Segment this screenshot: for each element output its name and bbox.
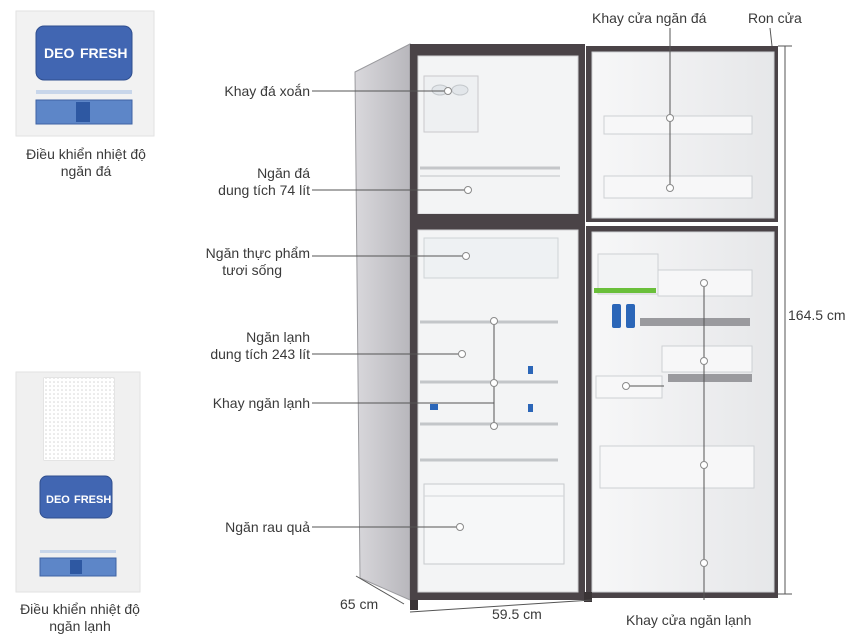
freezer-capacity-line1: Ngăn đá <box>257 165 310 181</box>
twist-ice-tray <box>423 75 479 133</box>
width-dimension-label: 59.5 cm <box>492 606 542 622</box>
dimension-lines <box>355 45 792 613</box>
fridge-control-caption: Điều khiển nhiệt độ ngăn lạnh <box>2 601 158 635</box>
fridge-tray-label: Khay ngăn lạnh <box>212 395 310 411</box>
freezer-control-caption-line1: Điều khiển nhiệt độ <box>26 146 146 162</box>
freezer-control-caption: Điều khiển nhiệt độ ngăn đá <box>8 146 164 180</box>
freezer-capacity-label: Ngăn đá dung tích 74 lít <box>160 165 310 199</box>
green-accent-strip <box>594 288 656 293</box>
freezer-control-caption-line2: ngăn đá <box>60 163 112 179</box>
deo-brand-left-1: DEO <box>44 45 74 61</box>
fridge-control-thumbnail: DEO FRESH <box>15 371 141 593</box>
fridge-capacity-label: Ngăn lạnh dung tích 243 lít <box>160 329 310 363</box>
depth-dimension-label: 65 cm <box>340 596 379 612</box>
freezer-door-tray-upper <box>603 115 753 135</box>
fridge-door-tray-label: Khay cửa ngăn lạnh <box>626 612 752 628</box>
fridge-capacity-line2: dung tích 243 lít <box>210 346 310 362</box>
freezer-control-thumbnail: DEO FRESH <box>15 10 155 137</box>
veg-drawer-label: Ngăn rau quả <box>225 519 310 535</box>
fresh-food-label: Ngăn thực phẩm tươi sống <box>160 245 310 279</box>
fresh-food-line1: Ngăn thực phẩm <box>205 245 310 261</box>
fridge-control-caption-line2: ngăn lạnh <box>49 618 111 634</box>
fresh-food-line2: tươi sống <box>222 262 282 278</box>
fridge-door-tray-4 <box>599 445 755 489</box>
height-dimension-label: 164.5 cm <box>788 307 846 323</box>
vegetable-drawer <box>423 483 565 565</box>
cabinet-side <box>354 43 411 601</box>
freezer-door-tray-label: Khay cửa ngăn đá <box>592 10 707 26</box>
deo-brand-left-2: DEO <box>46 494 70 506</box>
callout-leader-lines <box>312 27 773 600</box>
freezer-door-tray-lower <box>603 175 753 199</box>
deo-brand-right-1: FRESH <box>80 45 127 61</box>
deo-brand-right-2: FRESH <box>74 494 111 506</box>
fridge-capacity-line1: Ngăn lạnh <box>246 329 310 345</box>
ice-tray-label: Khay đá xoắn <box>224 83 310 99</box>
door-gasket-label: Ron cửa <box>748 10 802 26</box>
fresh-food-compartment <box>423 237 559 279</box>
fridge-control-caption-line1: Điều khiển nhiệt độ <box>20 601 140 617</box>
freezer-capacity-line2: dung tích 74 lít <box>218 182 310 198</box>
